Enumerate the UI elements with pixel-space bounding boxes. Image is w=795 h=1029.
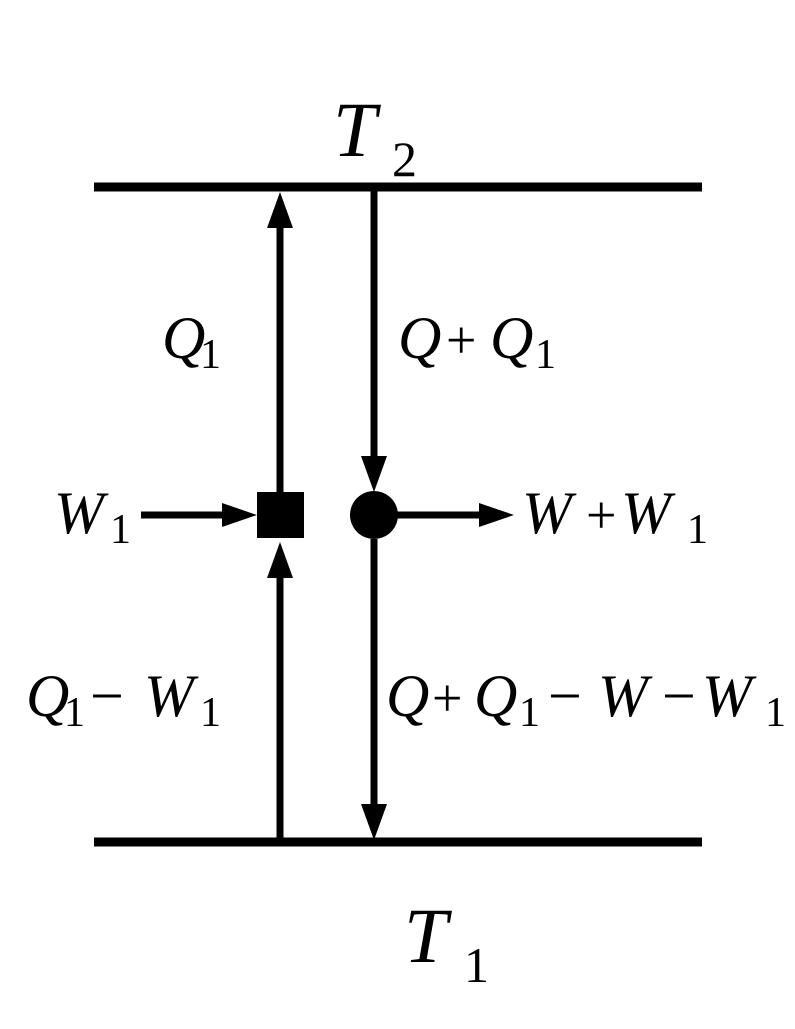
w-plus-w1-arrowhead-icon <box>479 503 514 527</box>
hot-reservoir-label: T 2 <box>333 86 417 187</box>
engine-circle-node <box>350 491 398 539</box>
q-total-arrowhead-icon <box>361 804 387 840</box>
w1-label: W 1 <box>54 480 131 553</box>
q-plus-q1-label: Q + Q 1 <box>398 305 556 378</box>
w1-arrowhead-icon <box>222 503 257 527</box>
q-plus-q1-arrowhead-icon <box>361 456 387 492</box>
q1-minus-w1-arrowhead-icon <box>267 542 293 578</box>
refrigerator-square-node <box>257 492 304 538</box>
cold-reservoir-label: T 1 <box>404 892 489 993</box>
q1-minus-w1-label: Q 1 − W 1 <box>26 663 221 736</box>
w-plus-w1-label: W + W 1 <box>522 480 708 553</box>
q1-arrowhead-icon <box>267 192 293 228</box>
q1-label: Q 1 <box>162 305 221 378</box>
q-total-label: Q + Q 1 − W − W 1 <box>386 663 786 736</box>
